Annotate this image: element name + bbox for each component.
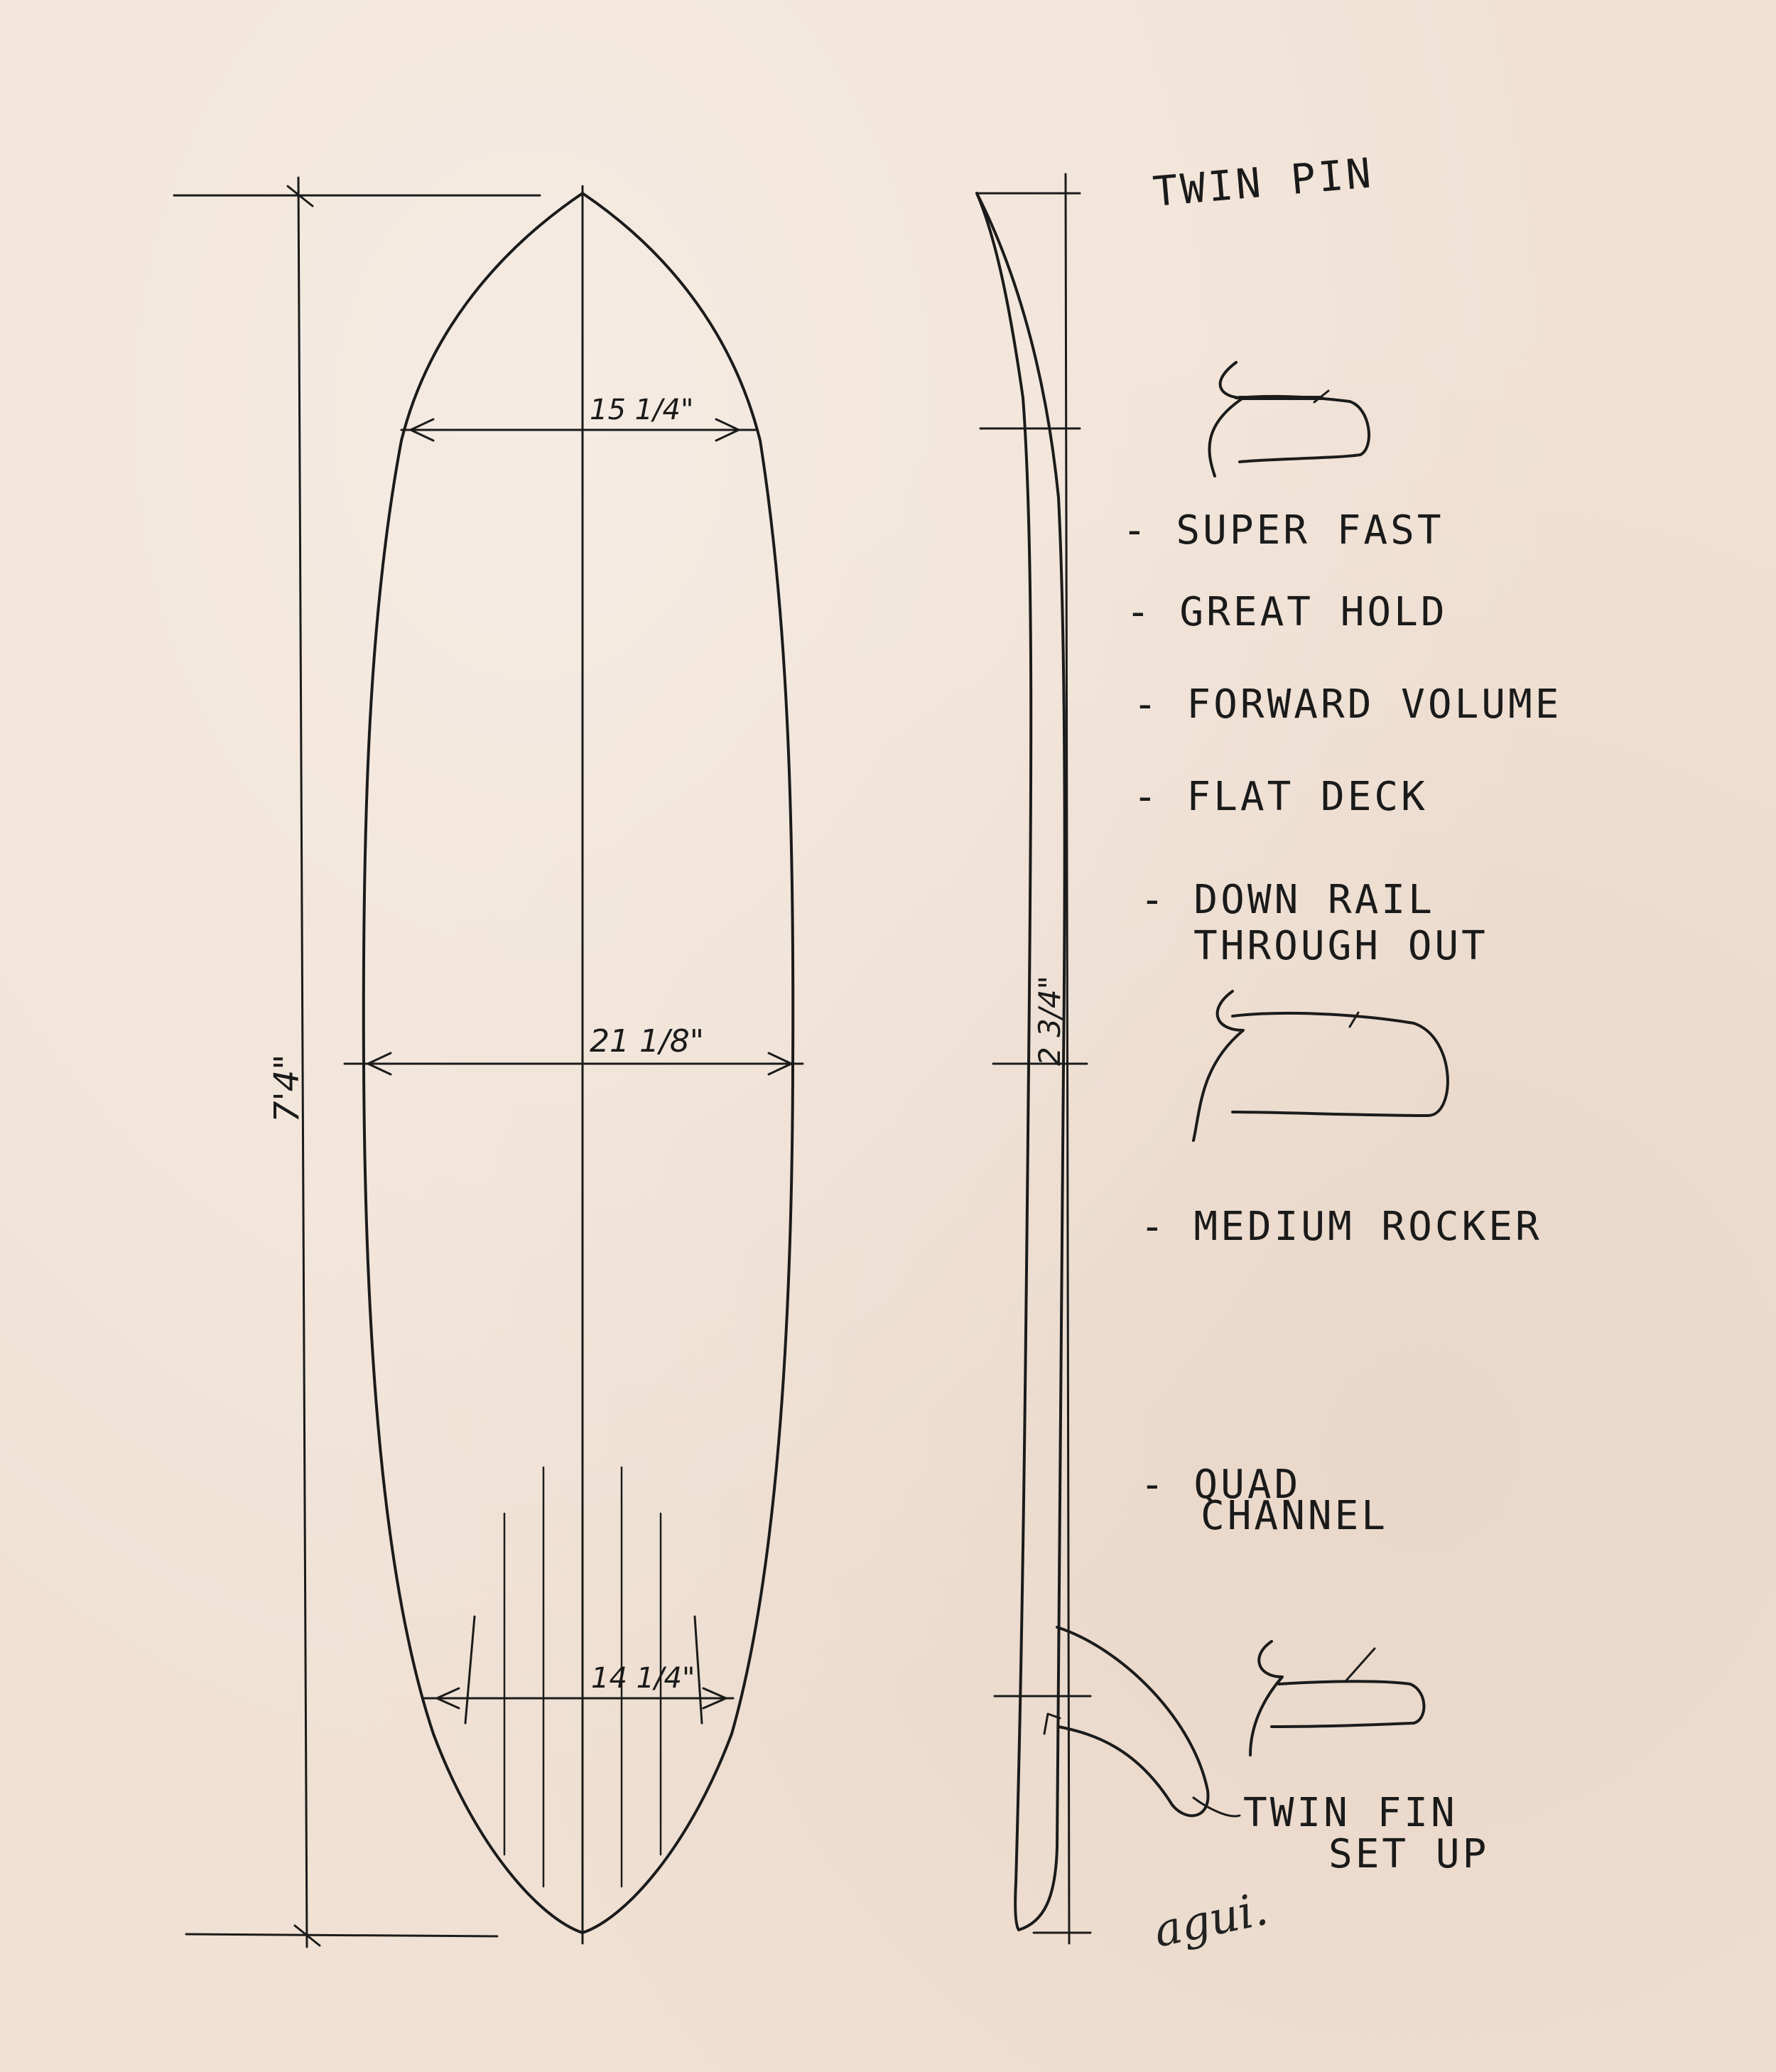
top-tick	[286, 185, 314, 207]
fin-sketch-2	[1192, 990, 1449, 1142]
sketch-title: TWIN PIN	[1151, 149, 1375, 216]
length-dimension-line	[297, 176, 308, 1948]
fin-marker-left	[464, 1615, 476, 1725]
profile-fin-root	[1043, 1712, 1061, 1735]
nose-arrow-left	[409, 418, 435, 442]
profile-fin-icon	[1056, 1626, 1210, 1818]
thickness-label: 2 3/4"	[1032, 976, 1067, 1066]
rocker-deck-line	[975, 192, 1033, 1931]
note-twin-fin: TWIN FIN	[1243, 1790, 1458, 1836]
bottom-tick	[293, 1924, 321, 1947]
nose-width-label: 15 1/4"	[590, 394, 693, 426]
bottom-extension-line	[185, 1933, 499, 1938]
note-set-up: SET UP	[1328, 1831, 1489, 1877]
channel-lines	[503, 1466, 662, 1888]
nose-arrow-right	[715, 418, 740, 442]
note-super-fast: - SUPER FAST	[1122, 507, 1444, 554]
tail-width-label: 14 1/4"	[591, 1662, 695, 1695]
wide-point-label: 21 1/8"	[590, 1023, 704, 1059]
note-down-rail: - DOWN RAIL	[1140, 877, 1435, 923]
fin-leader-line	[1192, 1796, 1241, 1818]
note-medium-rocker: - MEDIUM ROCKER	[1140, 1204, 1542, 1250]
fin-sketch-1	[1208, 361, 1370, 477]
note-great-hold: - GREAT HOLD	[1126, 589, 1448, 635]
rocker-bottom-line	[975, 192, 1066, 1931]
note-forward-volume: - FORWARD VOLUME	[1133, 681, 1561, 728]
profile-axis-line	[1064, 173, 1071, 1945]
note-channel: CHANNEL	[1201, 1493, 1388, 1539]
tail-arrow-left	[435, 1687, 460, 1710]
wide-arrow-left	[367, 1052, 392, 1076]
wide-arrow-right	[767, 1052, 793, 1076]
note-quad: - QUAD	[1140, 1462, 1301, 1508]
artist-signature: agui.	[1149, 1883, 1272, 1958]
plan-view: 15 1/4" 21 1/8" 14 1/4" 7'4"	[173, 176, 804, 1948]
side-profile: 2 3/4"	[975, 173, 1241, 1945]
note-flat-deck: - FLAT DECK	[1133, 774, 1428, 820]
fin-marker-right	[693, 1615, 703, 1725]
tail-arrow-right	[702, 1687, 727, 1710]
fin-sketch-3	[1249, 1640, 1426, 1757]
length-label: 7'4"	[267, 1054, 307, 1123]
note-through-out: THROUGH OUT	[1193, 923, 1488, 969]
